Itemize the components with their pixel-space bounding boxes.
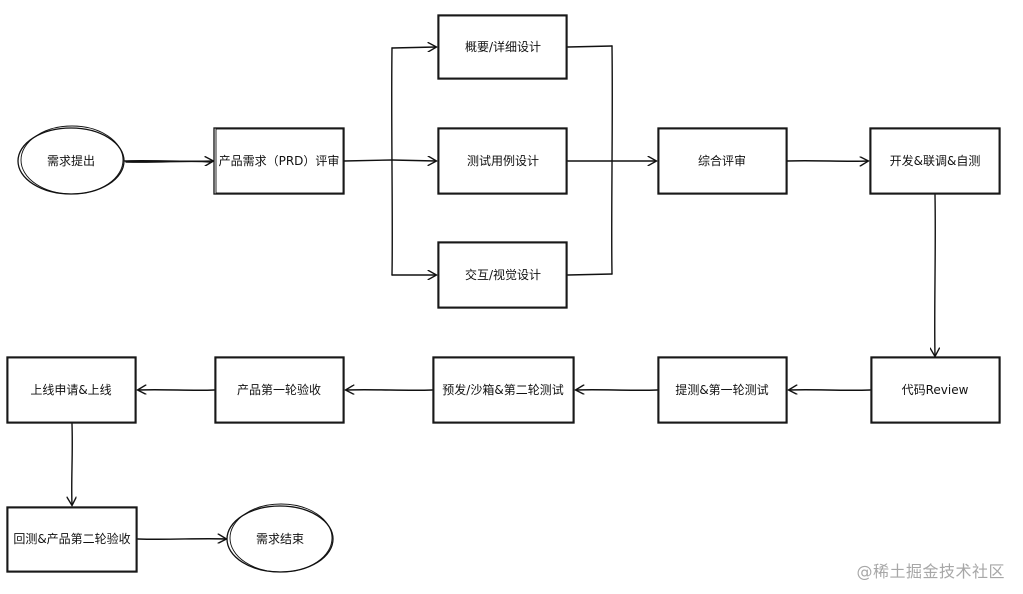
node-submit-test-r1-label: 提测&第一轮测试 bbox=[675, 382, 768, 397]
edge-branch-to-design bbox=[391, 47, 436, 48]
node-code-review-shape bbox=[870, 356, 1001, 424]
node-product-accept-r1-sketch bbox=[215, 357, 344, 423]
node-joint-review-shape bbox=[657, 127, 788, 195]
node-ux-visual-label: 交互/视觉设计 bbox=[465, 267, 541, 282]
node-code-review-sketch bbox=[871, 357, 1000, 423]
node-ux-visual-sketch bbox=[438, 242, 567, 308]
edge-prd-to-branch bbox=[343, 159, 393, 162]
node-test-cases-sketch bbox=[438, 128, 567, 194]
edge-joint-to-dev bbox=[786, 161, 868, 162]
node-code-review: 代码Review bbox=[870, 356, 1001, 424]
node-release-request: 上线申请&上线 bbox=[6, 356, 137, 424]
node-prd-review-label: 产品需求（PRD）评审 bbox=[219, 153, 340, 168]
edge-ux-to-merge bbox=[567, 273, 613, 276]
node-code-review-label: 代码Review bbox=[902, 383, 969, 397]
edge-merge-vertical bbox=[611, 45, 613, 275]
node-dev-selftest: 开发&联调&自测 bbox=[869, 127, 1001, 195]
node-design-detail-sketch bbox=[438, 15, 567, 79]
edge-release-to-regression bbox=[72, 423, 73, 505]
node-release-request-label: 上线申请&上线 bbox=[30, 383, 111, 397]
node-regression-accept-r2-shape bbox=[6, 506, 138, 573]
edge-accept-r1-to-release bbox=[138, 390, 215, 391]
node-design-detail-label: 概要/详细设计 bbox=[465, 39, 541, 54]
node-dev-selftest-sketch bbox=[870, 128, 1000, 194]
edge-code-review-to-test-r1 bbox=[789, 390, 871, 391]
watermark: @稀土掘金技术社区 bbox=[856, 562, 1005, 581]
node-req-submit-sketch bbox=[20, 125, 124, 195]
edges bbox=[72, 46, 936, 539]
node-ux-visual: 交互/视觉设计 bbox=[437, 241, 568, 309]
node-product-accept-r1-shape bbox=[214, 356, 345, 424]
node-prd-review-shape bbox=[213, 127, 345, 195]
node-release-request-shape bbox=[6, 356, 137, 424]
node-regression-accept-r2: 回测&产品第二轮验收 bbox=[6, 506, 138, 573]
node-release-request-sketch bbox=[7, 357, 136, 423]
node-pre-sandbox-r2-shape bbox=[432, 356, 575, 424]
node-req-end-label: 需求结束 bbox=[256, 532, 304, 546]
edge-branch-to-test-cases bbox=[391, 160, 436, 161]
edge-sandbox-to-accept-r1 bbox=[346, 390, 433, 391]
node-submit-test-r1-shape bbox=[657, 356, 788, 424]
node-submit-test-r1-sketch bbox=[658, 357, 787, 423]
node-test-cases-shape bbox=[437, 127, 568, 195]
node-submit-test-r1: 提测&第一轮测试 bbox=[657, 356, 788, 424]
edge-regression-to-end bbox=[137, 539, 226, 540]
node-product-accept-r1: 产品第一轮验收 bbox=[214, 356, 345, 424]
node-regression-accept-r2-sketch bbox=[7, 507, 137, 572]
node-pre-sandbox-r2: 预发/沙箱&第二轮测试 bbox=[432, 356, 575, 424]
node-ux-visual-shape bbox=[437, 241, 568, 309]
edge-submit-to-prd-sketch bbox=[125, 160, 211, 163]
node-prd-review: 产品需求（PRD）评审 bbox=[213, 127, 345, 195]
node-test-cases: 测试用例设计 bbox=[437, 127, 568, 195]
node-req-end-sketch bbox=[229, 503, 333, 573]
node-dev-selftest-shape bbox=[869, 127, 1001, 195]
node-joint-review: 综合评审 bbox=[657, 127, 788, 195]
node-req-submit-label: 需求提出 bbox=[47, 153, 95, 168]
node-dev-selftest-label: 开发&联调&自测 bbox=[890, 153, 981, 168]
node-design-detail-shape bbox=[437, 14, 568, 80]
node-prd-review-sketch bbox=[215, 128, 344, 194]
node-test-cases-label: 测试用例设计 bbox=[467, 153, 539, 168]
node-req-submit: 需求提出 bbox=[17, 125, 125, 195]
node-pre-sandbox-r2-sketch bbox=[433, 357, 574, 423]
node-design-detail: 概要/详细设计 bbox=[437, 14, 568, 80]
node-joint-review-sketch bbox=[658, 128, 787, 194]
node-product-accept-r1-label: 产品第一轮验收 bbox=[237, 382, 321, 397]
edge-branch-vertical bbox=[391, 47, 393, 276]
node-pre-sandbox-r2-label: 预发/沙箱&第二轮测试 bbox=[442, 382, 563, 397]
node-req-end: 需求结束 bbox=[226, 503, 334, 573]
nodes: 需求提出 产品需求（PRD）评审 概要/详细设计 测试用例设计 交互/视觉设计 bbox=[6, 14, 1001, 573]
edge-dev-to-code-review bbox=[935, 194, 936, 356]
edge-test-r1-to-sandbox-r2 bbox=[576, 390, 658, 391]
edge-design-to-merge bbox=[567, 45, 613, 48]
node-regression-accept-r2-label: 回测&产品第二轮验收 bbox=[13, 531, 130, 546]
node-joint-review-label: 综合评审 bbox=[698, 153, 746, 168]
